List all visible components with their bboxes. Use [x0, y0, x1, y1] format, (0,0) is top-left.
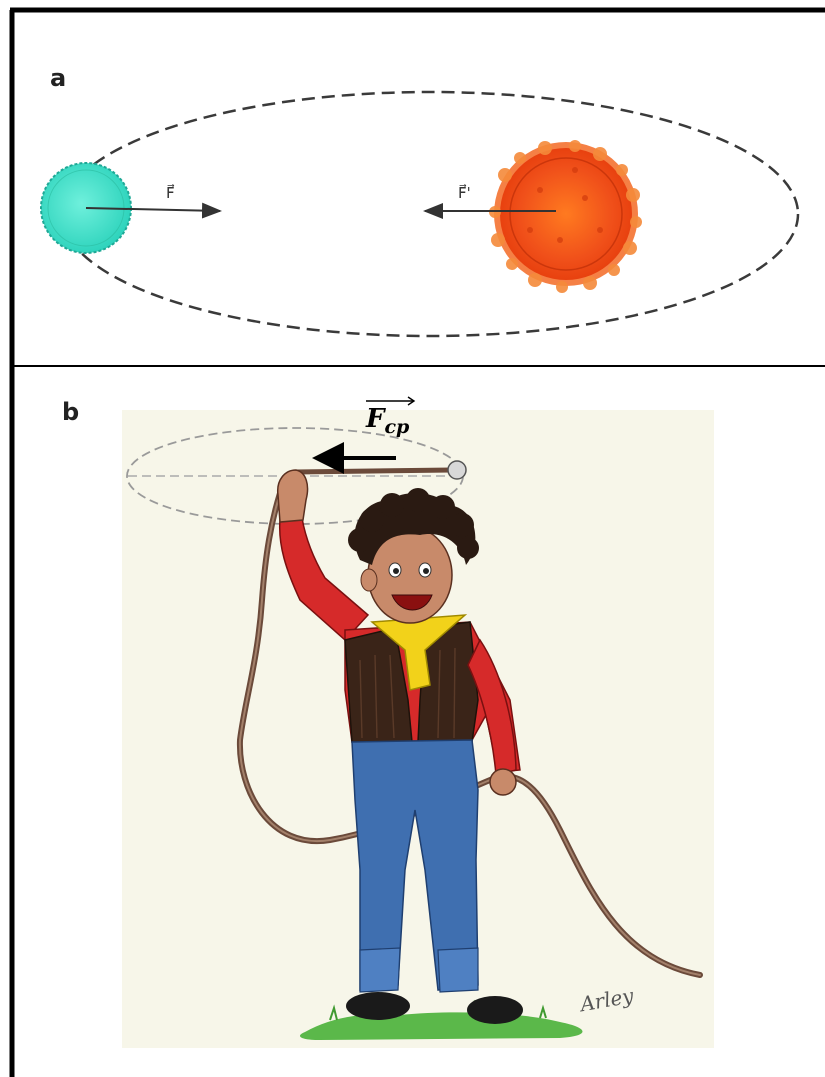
force-main-symbol: F — [365, 404, 386, 434]
left-shoe — [346, 992, 410, 1020]
lower-hand — [490, 769, 516, 795]
panel-b-label: b — [62, 398, 79, 426]
orbit-ellipse — [62, 92, 798, 336]
right-shoe — [467, 996, 523, 1024]
ear — [361, 569, 377, 591]
raised-hand — [278, 470, 308, 522]
force-subscript: cp — [384, 416, 410, 438]
force-label-planet: F⃗ — [166, 183, 175, 202]
rope-to-ball — [296, 470, 452, 472]
lasso-ball — [448, 461, 466, 479]
force-label-star: F⃗' — [458, 183, 471, 202]
star — [489, 140, 642, 293]
centripetal-force-label: Fcp — [365, 404, 410, 438]
